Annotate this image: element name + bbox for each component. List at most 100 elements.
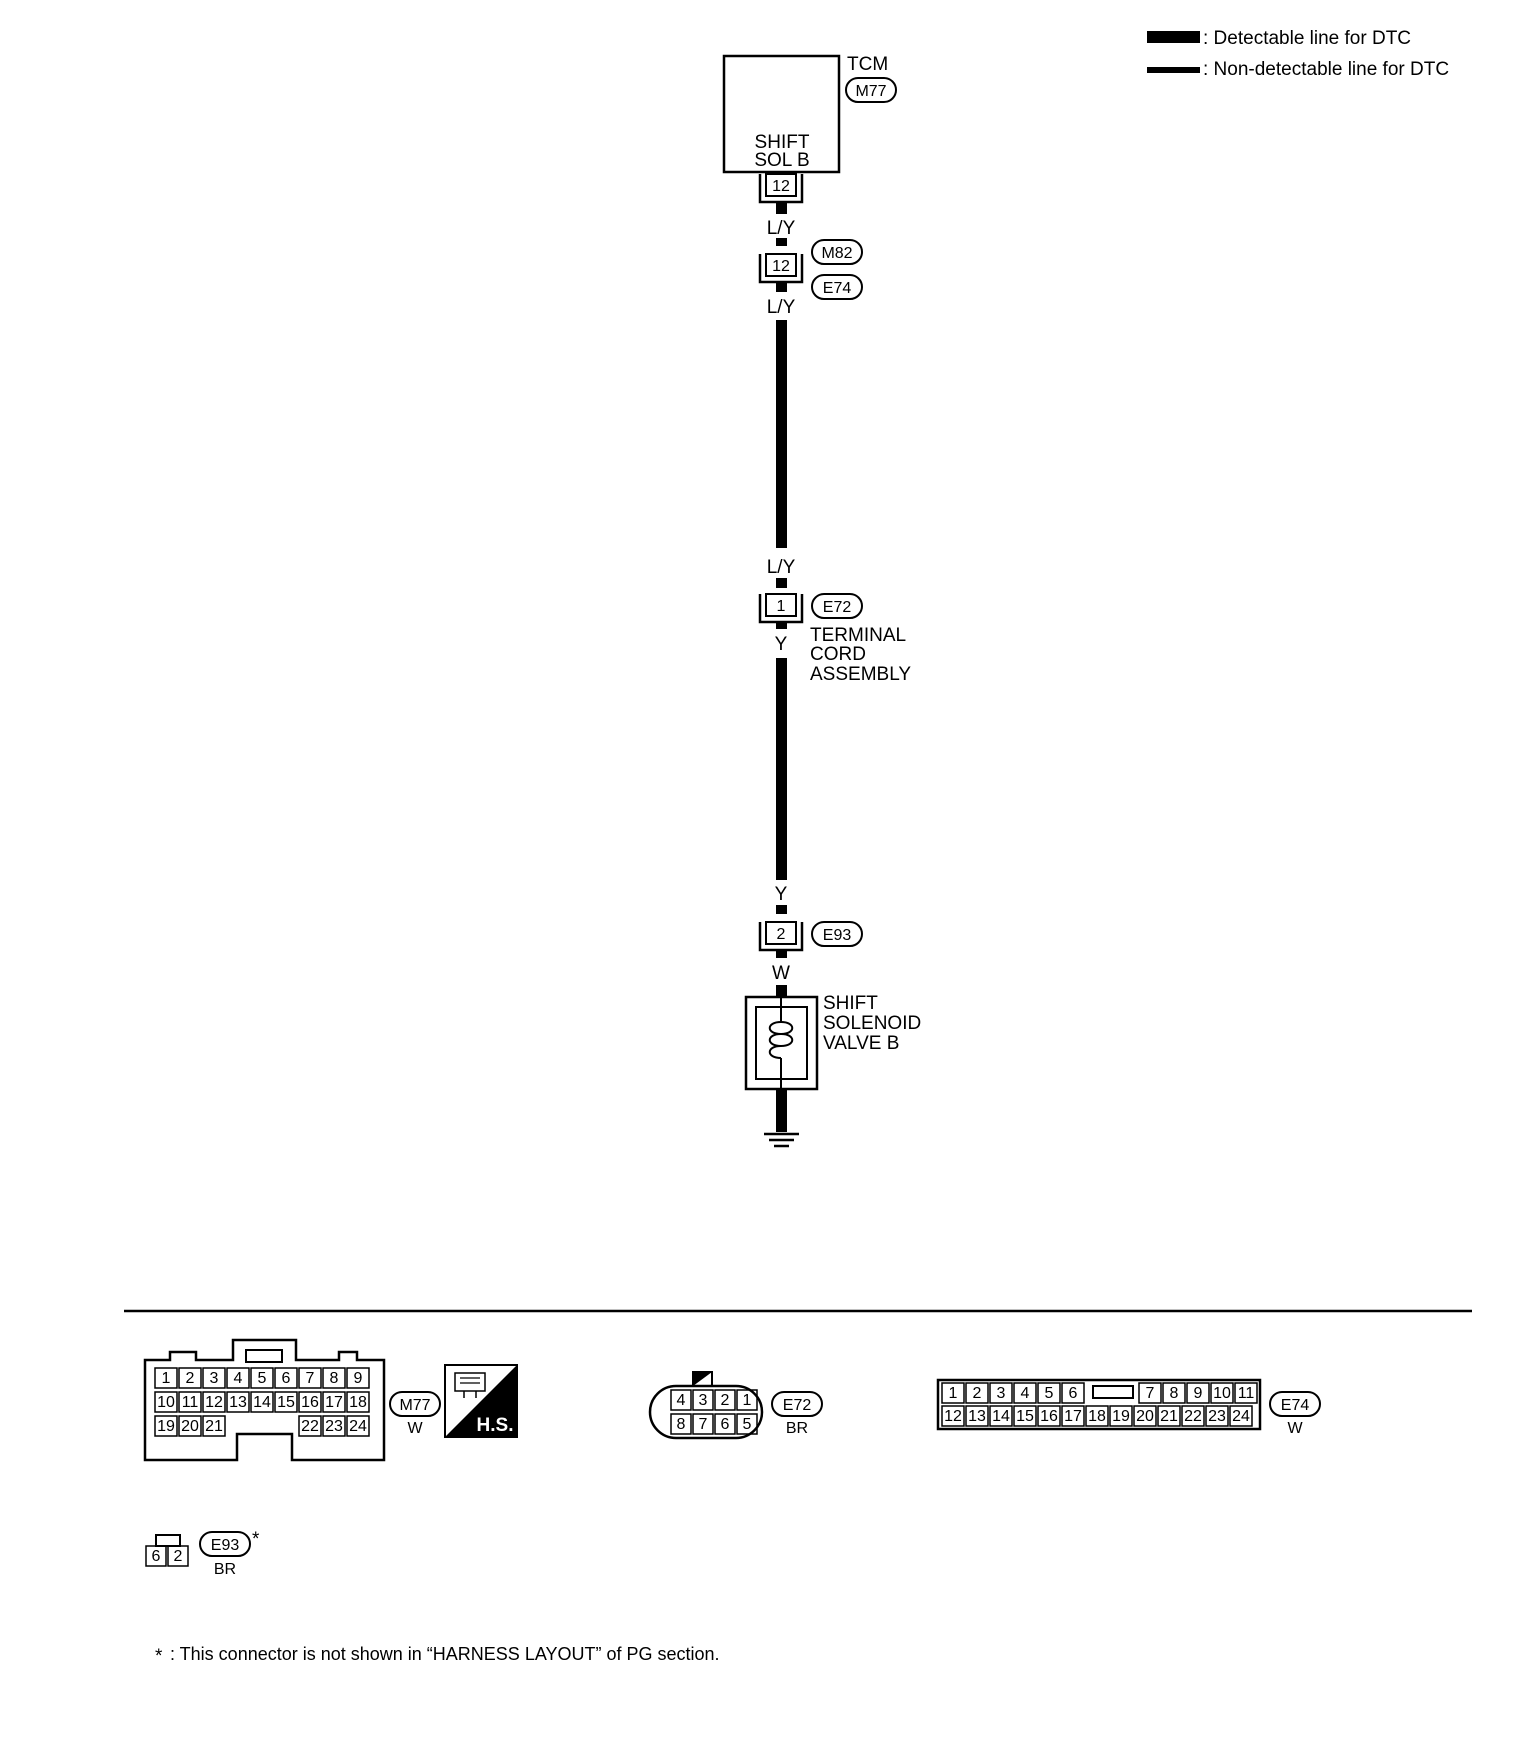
pin-cell bbox=[1037, 1382, 1061, 1404]
pin-number: 21 bbox=[205, 1418, 223, 1435]
joint-terminal-box bbox=[765, 253, 797, 277]
pin-cell bbox=[1210, 1382, 1234, 1404]
pin-cell bbox=[1085, 1405, 1109, 1427]
pin-number: 14 bbox=[253, 1394, 271, 1411]
pin-cell bbox=[1037, 1405, 1061, 1427]
pin-number: 5 bbox=[1045, 1385, 1054, 1402]
pin-number: 3 bbox=[699, 1392, 708, 1409]
pin-cell bbox=[670, 1389, 692, 1411]
pin-cell bbox=[1181, 1405, 1205, 1427]
pin-number: 24 bbox=[1232, 1408, 1250, 1425]
e72-connector-oval bbox=[771, 1391, 823, 1417]
hs-badge-label: H.S. bbox=[477, 1415, 514, 1436]
joint-connector-top-oval bbox=[811, 239, 863, 265]
pin-number: 10 bbox=[1213, 1385, 1231, 1402]
pin-number: 8 bbox=[1170, 1385, 1179, 1402]
pin-number: 19 bbox=[1112, 1408, 1130, 1425]
pin-cell bbox=[178, 1415, 202, 1437]
e93-terminal-number: 2 bbox=[777, 926, 786, 943]
pin-cell bbox=[736, 1413, 758, 1435]
pin-number: 15 bbox=[277, 1394, 295, 1411]
pin-number: 12 bbox=[944, 1408, 962, 1425]
tcm-box bbox=[722, 54, 841, 174]
pin-cell bbox=[965, 1405, 989, 1427]
wire-e93-to-solenoid-stub bbox=[776, 950, 787, 958]
pin-cell bbox=[274, 1367, 298, 1389]
cord-label-line2: CORD bbox=[810, 644, 866, 665]
pin-number: 15 bbox=[1016, 1408, 1034, 1425]
pin-number: 6 bbox=[1069, 1385, 1078, 1402]
e93-view-color-label: BR bbox=[214, 1561, 236, 1578]
pin-number: 9 bbox=[1194, 1385, 1203, 1402]
pin-cell bbox=[298, 1415, 322, 1437]
pin-cell bbox=[941, 1405, 965, 1427]
wire-color-tcm-out: L/Y bbox=[767, 218, 796, 239]
footnote-symbol: * bbox=[155, 1646, 163, 1667]
pin-number: 4 bbox=[677, 1392, 686, 1409]
pin-number: 9 bbox=[354, 1370, 363, 1387]
pin-cell bbox=[154, 1367, 178, 1389]
e74-color-label: W bbox=[1287, 1420, 1303, 1437]
wire-cord-to-e93-lower bbox=[776, 905, 787, 914]
tcm-terminal-label-line2: SOL B bbox=[754, 150, 809, 171]
pin-cell bbox=[346, 1415, 370, 1437]
pin-number: 10 bbox=[157, 1394, 175, 1411]
wire-e93-to-solenoid bbox=[776, 985, 787, 997]
tcm-connector-oval bbox=[845, 77, 897, 103]
pin-number: 16 bbox=[1040, 1408, 1058, 1425]
m77-connector-oval bbox=[389, 1391, 441, 1417]
e93-asterisk: * bbox=[252, 1529, 260, 1550]
pin-cell bbox=[145, 1545, 167, 1567]
m77-color-label: W bbox=[407, 1420, 423, 1437]
pin-number: 7 bbox=[699, 1416, 708, 1433]
pin-cell bbox=[965, 1382, 989, 1404]
pin-number: 1 bbox=[949, 1385, 958, 1402]
m77-connector-id: M77 bbox=[399, 1397, 430, 1414]
cord-label-line3: ASSEMBLY bbox=[810, 664, 911, 685]
pin-cell bbox=[298, 1391, 322, 1413]
e72-connector-id: E72 bbox=[783, 1397, 812, 1414]
pin-cell bbox=[346, 1391, 370, 1413]
pin-number: 8 bbox=[677, 1416, 686, 1433]
joint-connector-m82-e74: 12 M82 E74 bbox=[758, 239, 863, 300]
pin-number: 8 bbox=[330, 1370, 339, 1387]
pin-cell bbox=[989, 1405, 1013, 1427]
pin-cell bbox=[941, 1382, 965, 1404]
shift-solenoid-valve-b: SHIFT SOLENOID VALVE B bbox=[744, 993, 921, 1091]
pin-number: 2 bbox=[174, 1548, 183, 1565]
pin-number: 16 bbox=[301, 1394, 319, 1411]
pin-cell bbox=[1138, 1382, 1162, 1404]
pin-cell bbox=[692, 1413, 714, 1435]
pin-number: 17 bbox=[1064, 1408, 1082, 1425]
pin-number: 23 bbox=[325, 1418, 343, 1435]
pin-number: 17 bbox=[325, 1394, 343, 1411]
pin-number: 11 bbox=[1238, 1385, 1255, 1402]
pin-number: 4 bbox=[234, 1370, 243, 1387]
tcm-connector-id: M77 bbox=[855, 83, 886, 100]
tcm-terminal-label-line1: SHIFT bbox=[755, 132, 810, 153]
pin-number: 14 bbox=[992, 1408, 1010, 1425]
terminal-cord-assembly: 1 E72 TERMINAL CORD ASSEMBLY bbox=[758, 593, 911, 685]
pin-cell bbox=[346, 1367, 370, 1389]
e74-connector-id: E74 bbox=[1281, 1397, 1310, 1414]
footnote-text: : This connector is not shown in “HARNES… bbox=[170, 1644, 720, 1664]
wire-tcm-to-joint-lower bbox=[776, 238, 787, 246]
pin-cell bbox=[226, 1391, 250, 1413]
legend-detectable-label: : Detectable line for DTC bbox=[1203, 28, 1411, 49]
pin-cell bbox=[1061, 1382, 1085, 1404]
pin-number: 13 bbox=[229, 1394, 247, 1411]
pin-cell bbox=[670, 1413, 692, 1435]
pin-number: 11 bbox=[182, 1394, 199, 1411]
pin-cell bbox=[202, 1415, 226, 1437]
pin-number: 6 bbox=[282, 1370, 291, 1387]
pin-number: 20 bbox=[1136, 1408, 1154, 1425]
pin-cell bbox=[1109, 1405, 1133, 1427]
pin-cell bbox=[1205, 1405, 1229, 1427]
e93-joint: 2 E93 bbox=[758, 921, 863, 952]
pin-cell bbox=[154, 1391, 178, 1413]
